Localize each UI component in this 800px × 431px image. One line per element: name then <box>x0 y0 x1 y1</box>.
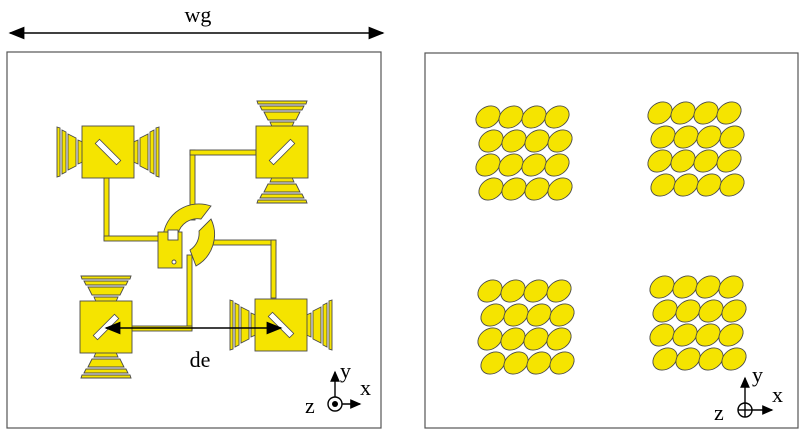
ellipse-element <box>544 153 570 177</box>
ellipse-element <box>721 299 747 323</box>
ellipse-element <box>498 153 524 177</box>
ellipse-element <box>501 129 527 153</box>
ellipse-element <box>718 275 744 299</box>
ellipse-element <box>670 149 696 173</box>
ellipse-element <box>698 299 724 323</box>
ellipse-element <box>718 323 744 347</box>
ellipse-element <box>526 303 552 327</box>
ellipse-element <box>650 173 676 197</box>
ellipse-element <box>716 149 742 173</box>
ellipse-element <box>698 347 724 371</box>
ellipse-element <box>524 129 550 153</box>
ellipse-element <box>480 351 506 375</box>
right-axis-y-label: y <box>752 362 763 387</box>
ellipse-element <box>477 279 503 303</box>
ellipse-element <box>647 149 673 173</box>
ellipse-element <box>523 327 549 351</box>
ellipse-element <box>696 173 722 197</box>
ellipse-element <box>498 105 524 129</box>
ellipse-element <box>546 327 572 351</box>
ellipse-element <box>675 347 701 371</box>
left-axis-x-label: x <box>360 375 371 400</box>
ellipse-element <box>546 279 572 303</box>
ellipse-element <box>549 303 575 327</box>
ellipse-element <box>526 351 552 375</box>
ellipse-element <box>500 327 526 351</box>
cluster-top-left <box>475 105 573 201</box>
ellipse-element <box>547 129 573 153</box>
ellipse-element <box>478 129 504 153</box>
ellipse-element <box>672 275 698 299</box>
cluster-bottom-right <box>649 275 747 371</box>
ellipse-element <box>477 327 503 351</box>
ellipse-element <box>547 177 573 201</box>
ellipse-element <box>675 299 701 323</box>
right-axes: y x z <box>714 362 783 425</box>
ellipse-element <box>693 149 719 173</box>
ellipse-element <box>475 153 501 177</box>
ellipse-element <box>650 125 676 149</box>
ellipse-element <box>480 303 506 327</box>
ellipse-element <box>670 101 696 125</box>
left-panel-border <box>6 51 382 429</box>
ellipse-element <box>695 275 721 299</box>
ellipse-element <box>544 105 570 129</box>
ellipse-element <box>501 177 527 201</box>
ellipse-element <box>672 323 698 347</box>
ellipse-element <box>649 275 675 299</box>
ellipse-element <box>673 125 699 149</box>
right-axis-z-label: z <box>714 400 724 425</box>
spacing-label: de <box>190 347 211 372</box>
ellipse-element <box>478 177 504 201</box>
left-axis-z-label: z <box>305 393 315 418</box>
left-axes: y x z <box>305 358 371 418</box>
ellipse-element <box>695 323 721 347</box>
cluster-top-right <box>647 101 745 197</box>
ellipse-element <box>475 105 501 129</box>
ellipse-element <box>693 101 719 125</box>
ellipse-element <box>719 173 745 197</box>
cluster-bottom-left <box>477 279 575 375</box>
ellipse-element <box>716 101 742 125</box>
ellipse-element <box>696 125 722 149</box>
ellipse-element <box>523 279 549 303</box>
ellipse-element <box>503 351 529 375</box>
ellipse-element <box>521 105 547 129</box>
ellipse-element <box>647 101 673 125</box>
width-label: wg <box>185 2 212 27</box>
ellipse-clusters <box>475 101 747 375</box>
ellipse-element <box>549 351 575 375</box>
ellipse-element <box>649 323 675 347</box>
ellipse-element <box>721 347 747 371</box>
ellipse-element <box>673 173 699 197</box>
ellipse-element <box>652 347 678 371</box>
left-axis-y-label: y <box>340 358 351 383</box>
ellipse-element <box>521 153 547 177</box>
ellipse-element <box>652 299 678 323</box>
ellipse-element <box>524 177 550 201</box>
ellipse-element <box>719 125 745 149</box>
ellipse-element <box>500 279 526 303</box>
right-axis-x-label: x <box>772 382 783 407</box>
ellipse-element <box>503 303 529 327</box>
